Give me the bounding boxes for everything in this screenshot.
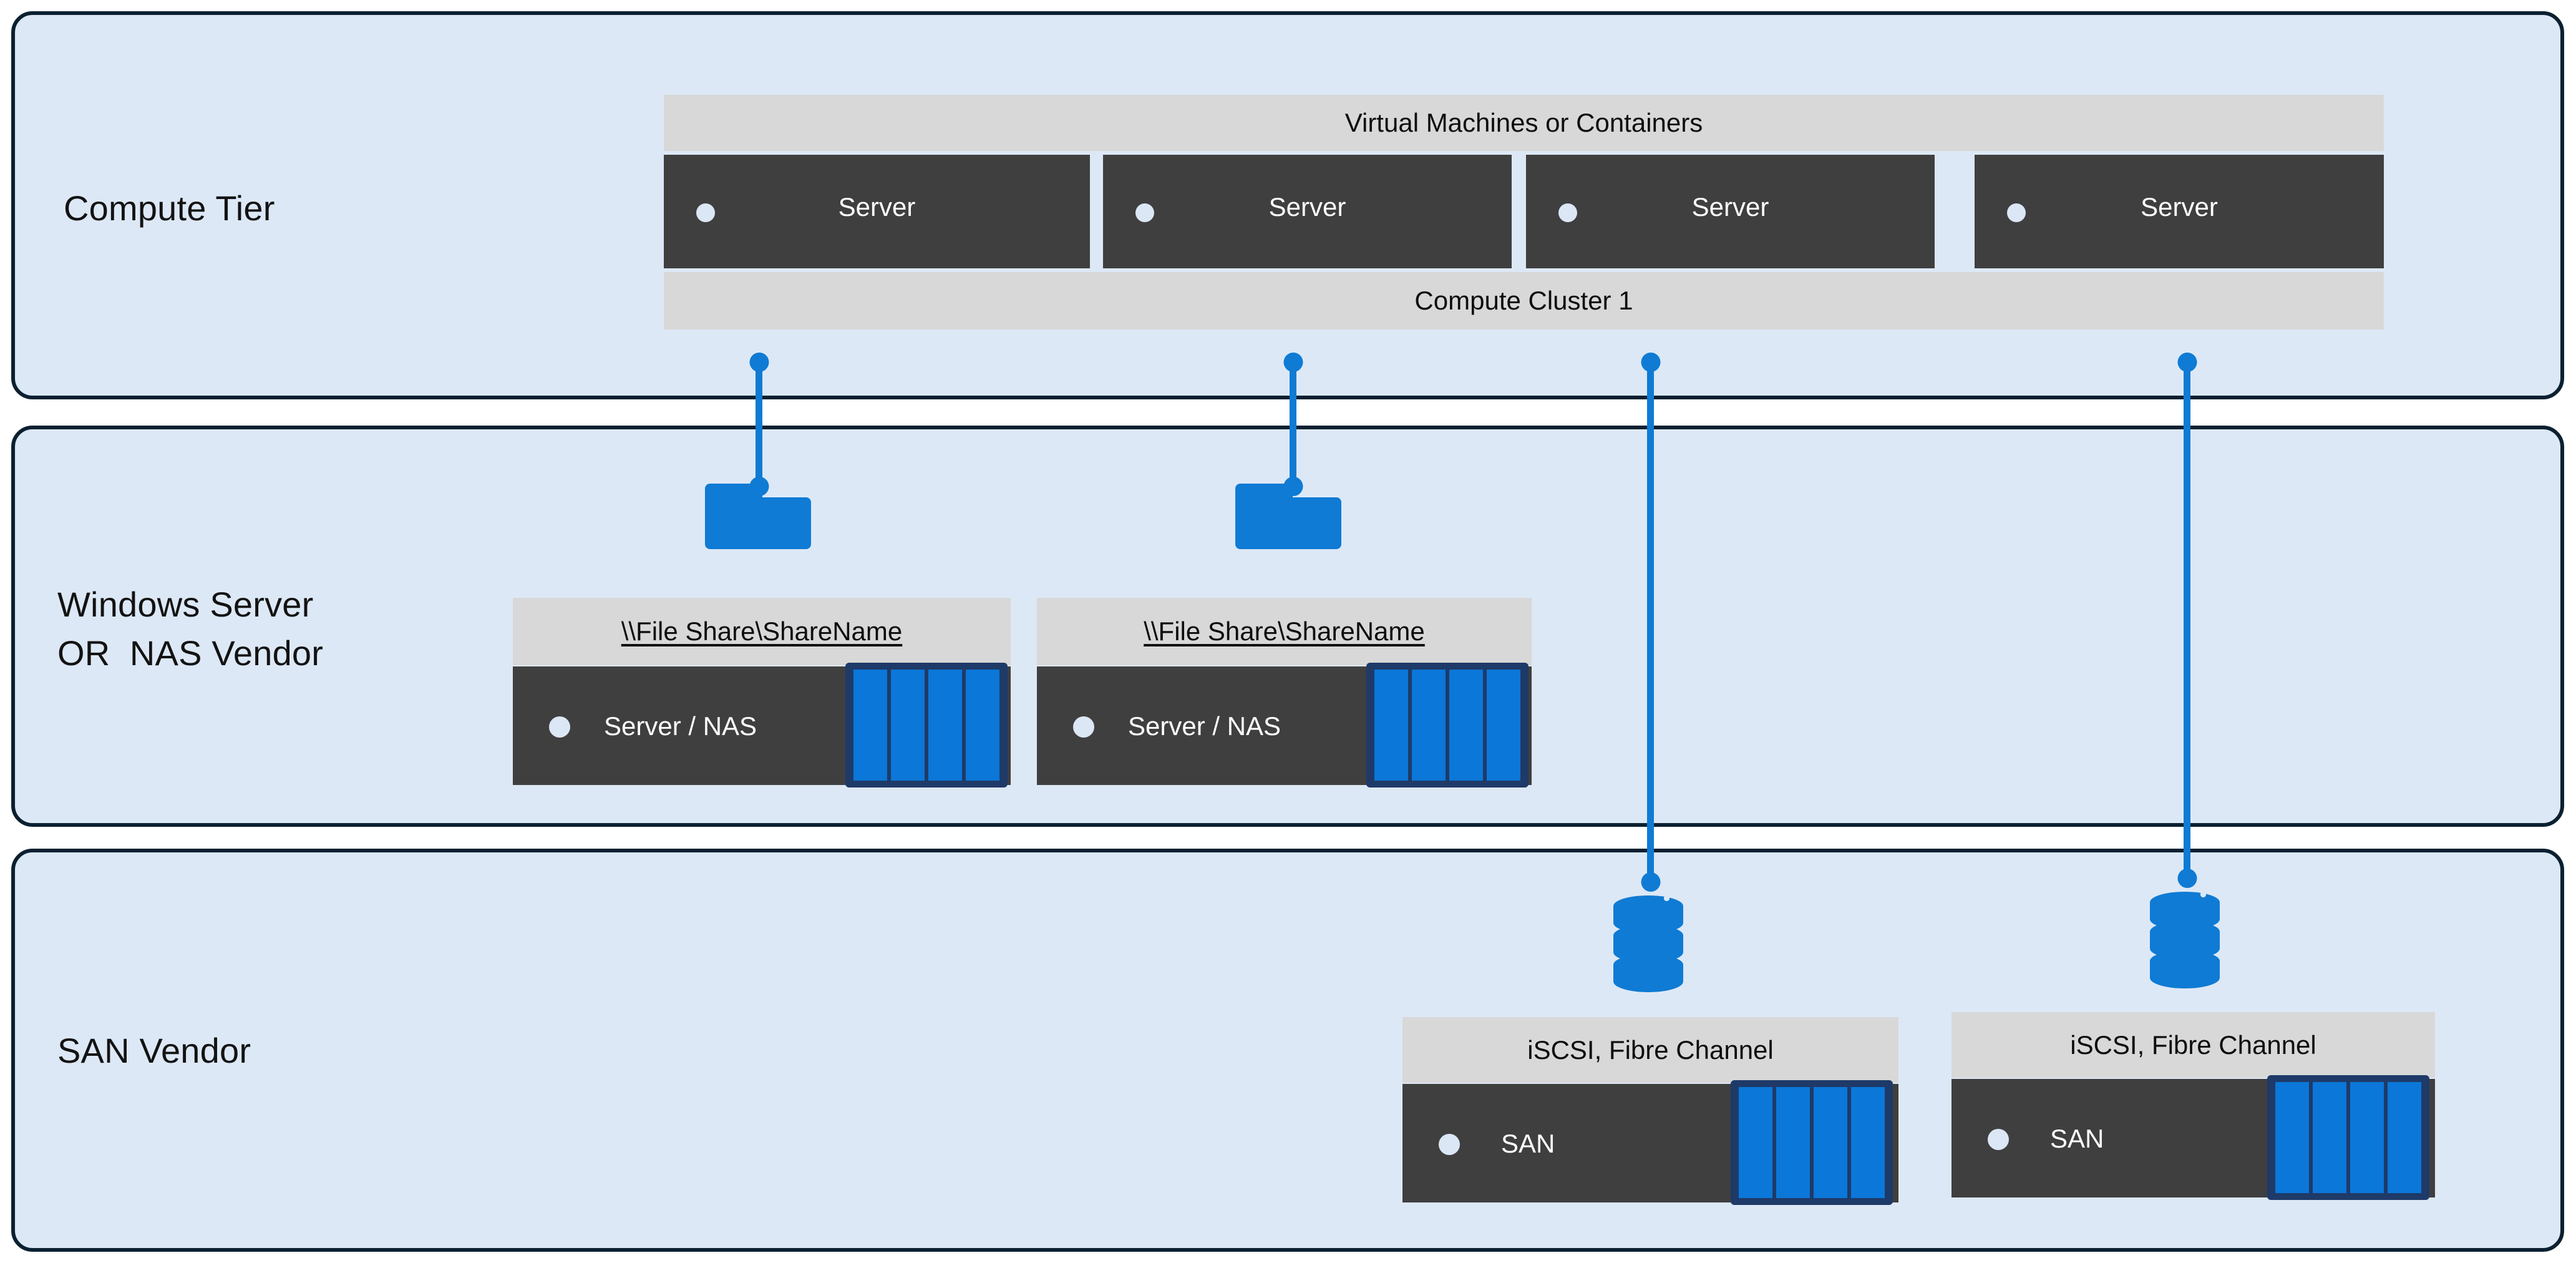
disk-bay [2350, 1082, 2384, 1193]
file-share-path-1[interactable]: \\File Share\ShareName [621, 617, 903, 646]
san-node-1[interactable]: SAN [1402, 1080, 1898, 1205]
compute-server-4-label: Server [2141, 192, 2218, 222]
compute-server-4[interactable]: Server [1975, 155, 2384, 268]
database-cylinder-icon [1613, 895, 1683, 992]
disk-bay [2313, 1082, 2346, 1193]
connector-server4-to-san2 [2184, 362, 2190, 879]
file-share-path-2[interactable]: \\File Share\ShareName [1144, 617, 1425, 646]
disk-bay [966, 670, 999, 781]
disk-array-icon [1366, 663, 1529, 788]
database-disc [2150, 950, 2220, 988]
san-node-2-label: SAN [2050, 1124, 2104, 1153]
compute-server-3[interactable]: Server [1526, 155, 1935, 268]
connector-server1-to-fileshare1 [756, 362, 762, 487]
status-led-icon [1558, 203, 1577, 222]
file-share-band-2[interactable]: \\File Share\ShareName [1037, 598, 1532, 665]
folder-icon [1235, 484, 1341, 549]
file-share-node-1-label: Server / NAS [604, 711, 757, 741]
disk-bay [1776, 1087, 1810, 1198]
tier-label-windows-line2: OR NAS Vendor [57, 633, 324, 673]
file-share-node-2[interactable]: Server / NAS [1037, 663, 1532, 788]
database-indicator-dot [2200, 892, 2206, 897]
file-share-band-1[interactable]: \\File Share\ShareName [513, 598, 1011, 665]
status-led-icon [1439, 1134, 1460, 1155]
disk-array-icon [2267, 1075, 2429, 1200]
file-share-node-2-label: Server / NAS [1128, 711, 1281, 741]
san-node-1-label: SAN [1501, 1129, 1555, 1158]
san-node-2[interactable]: SAN [1951, 1075, 2435, 1200]
san-protocol-band-1: iSCSI, Fibre Channel [1402, 1017, 1898, 1083]
status-led-icon [1135, 203, 1154, 222]
disk-bay [1487, 670, 1520, 781]
disk-bay [891, 670, 925, 781]
disk-bay [1374, 670, 1408, 781]
status-led-icon [696, 203, 715, 222]
compute-top-band: Virtual Machines or Containers [664, 95, 2384, 151]
database-indicator-dot [1664, 895, 1670, 901]
folder-body [1235, 497, 1341, 549]
folder-icon [705, 484, 811, 549]
folder-body [705, 497, 811, 549]
disk-bay [1851, 1087, 1885, 1198]
disk-bay [2388, 1082, 2421, 1193]
database-disc [1613, 954, 1683, 992]
compute-server-1[interactable]: Server [664, 155, 1090, 268]
compute-server-2[interactable]: Server [1103, 155, 1512, 268]
compute-server-1-label: Server [838, 192, 916, 222]
database-cylinder-icon [2150, 892, 2220, 988]
disk-bay [928, 670, 962, 781]
tier-label-san: SAN Vendor [57, 1031, 251, 1070]
status-led-icon [1988, 1129, 2009, 1150]
compute-server-2-label: Server [1268, 192, 1346, 222]
disk-bay [853, 670, 887, 781]
tier-label-compute: Compute Tier [64, 188, 275, 228]
disk-bay [1449, 670, 1483, 781]
tier-label-windows-line1: Windows Server [57, 585, 314, 624]
connector-server3-to-san1 [1647, 362, 1654, 882]
tier-label-windows-nas: Windows Server OR NAS Vendor [57, 580, 323, 678]
disk-bay [2275, 1082, 2309, 1193]
status-led-icon [549, 716, 570, 738]
compute-server-3-label: Server [1691, 192, 1769, 222]
san-protocol-band-2: iSCSI, Fibre Channel [1951, 1012, 2435, 1078]
connector-server2-to-fileshare2 [1290, 362, 1296, 487]
disk-array-icon [1731, 1080, 1893, 1205]
disk-bay [1739, 1087, 1772, 1198]
disk-bay [1412, 670, 1446, 781]
disk-array-icon [845, 663, 1008, 788]
disk-bay [1814, 1087, 1847, 1198]
file-share-node-1[interactable]: Server / NAS [513, 663, 1011, 788]
status-led-icon [1073, 716, 1094, 738]
compute-cluster-band: Compute Cluster 1 [664, 272, 2384, 329]
status-led-icon [2007, 203, 2026, 222]
